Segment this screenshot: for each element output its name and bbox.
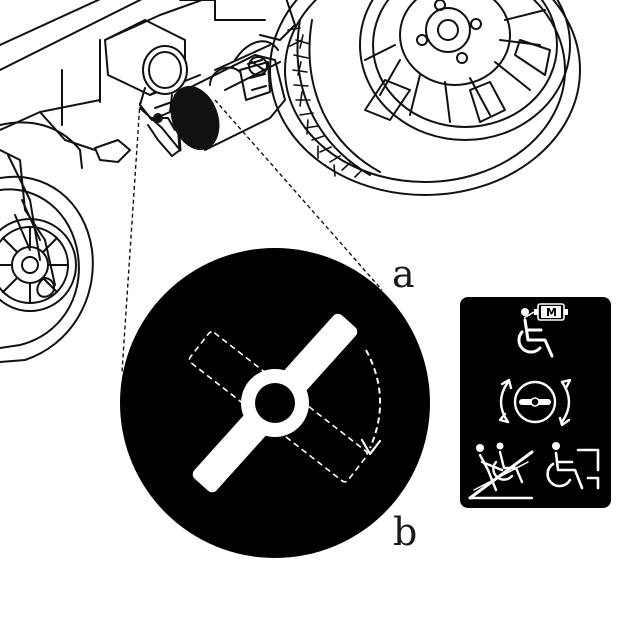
leader-line-left <box>121 101 141 373</box>
chassis-frame <box>0 0 296 169</box>
brake-lever <box>104 19 188 157</box>
wheelchair-line-art <box>0 0 581 363</box>
rotation-arrow <box>365 349 382 449</box>
tire-tread <box>287 27 363 178</box>
rotation-arrow-head <box>360 438 382 456</box>
lever-magnified-detail <box>120 248 430 558</box>
caster-wheel <box>0 149 94 363</box>
callout-label-b: b <box>393 510 417 554</box>
lever-hub-hole <box>255 383 295 423</box>
motor-housing <box>170 40 286 151</box>
leader-line-right <box>214 99 383 291</box>
rotate-lever-icon <box>498 378 572 427</box>
wheelchair-icon <box>517 308 554 358</box>
callout-label-a: a <box>392 252 415 296</box>
wheelchair-driving-icon <box>546 442 600 490</box>
motor-badge-label: M <box>546 306 557 319</box>
leader-lines <box>121 99 383 373</box>
instruction-panel: M <box>460 297 611 508</box>
push-wheelchair-prohibited-icon <box>468 442 534 500</box>
motor-icon: M <box>523 303 568 321</box>
front-bracket <box>94 139 131 163</box>
drive-wheel <box>269 0 581 196</box>
